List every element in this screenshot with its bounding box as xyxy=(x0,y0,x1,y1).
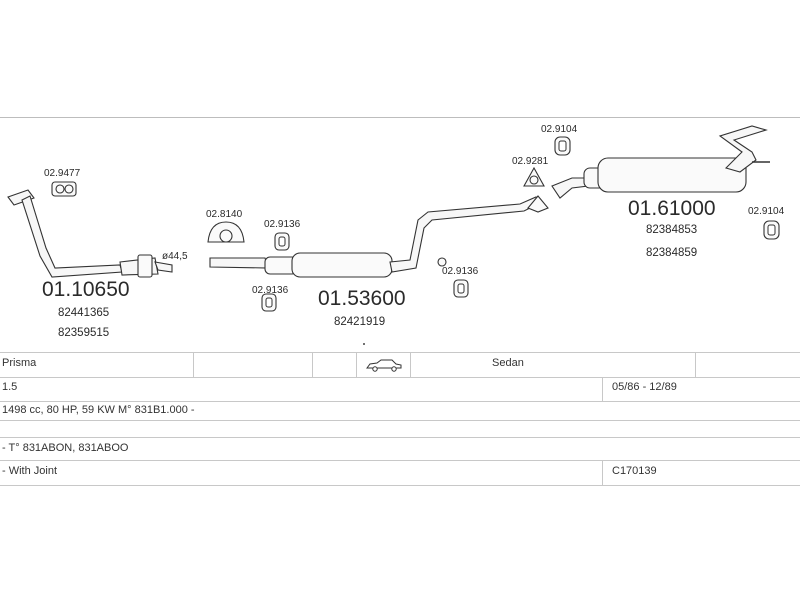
front-pipe-oem-1: 82441365 xyxy=(58,307,109,319)
code-cell: C170139 xyxy=(612,465,657,477)
engine-desc-cell: 1498 cc, 80 HP, 59 KW M° 831B1.000 - xyxy=(2,404,195,416)
middle-silencer-number: 01.53600 xyxy=(318,287,406,310)
ring-1-number: 02.9136 xyxy=(264,219,301,230)
ring-part-1 xyxy=(274,232,290,251)
rear-silencer-oem-2: 82384859 xyxy=(646,247,697,259)
gasket-manifold-part xyxy=(51,181,77,197)
table-row: 1498 cc, 80 HP, 59 KW M° 831B1.000 - xyxy=(0,402,800,421)
table-row: - With Joint C170139 xyxy=(0,461,800,486)
table-row: - T° 831ABON, 831ABOO xyxy=(0,438,800,461)
front-pipe-number: 01.10650 xyxy=(42,278,130,301)
rear-silencer-oem-1: 82384853 xyxy=(646,224,697,236)
car-icon xyxy=(366,358,402,375)
middle-silencer-oem: 82421919 xyxy=(334,316,385,328)
front-pipe-part xyxy=(7,189,173,278)
hanger-right-number: 02.9104 xyxy=(748,206,785,217)
gasket-rear-part xyxy=(523,166,549,213)
gasket-rear-number: 02.9281 xyxy=(512,156,549,167)
note-cell: - With Joint xyxy=(2,465,58,477)
years-cell: 05/86 - 12/89 xyxy=(612,381,677,393)
engine-size-cell: 1.5 xyxy=(2,381,18,393)
body-cell: Sedan xyxy=(492,357,524,369)
ring-part-2 xyxy=(261,293,277,312)
dot-mark xyxy=(363,343,365,345)
rear-silencer-part xyxy=(551,125,770,199)
diameter-label: ø44,5 xyxy=(162,251,188,262)
ring-part-3 xyxy=(453,279,469,298)
clamp-number: 02.8140 xyxy=(206,209,243,220)
middle-silencer-part xyxy=(209,196,541,278)
diagram-frame xyxy=(0,117,800,353)
hanger-top-number: 02.9104 xyxy=(541,124,578,135)
ring-2-number: 02.9136 xyxy=(252,285,289,296)
table-row: 1.5 05/86 - 12/89 xyxy=(0,377,800,402)
gasket-manifold-number: 02.9477 xyxy=(44,168,81,179)
type-codes-cell: - T° 831ABON, 831ABOO xyxy=(2,442,129,454)
hanger-right-part xyxy=(763,220,780,240)
exhaust-diagram: 01.10650 82441365 82359515 01.53600 8242… xyxy=(7,124,785,345)
model-cell: Prisma xyxy=(2,357,37,369)
clamp-part xyxy=(207,221,245,243)
front-pipe-oem-2: 82359515 xyxy=(58,327,109,339)
ring-3-number: 02.9136 xyxy=(442,266,479,277)
table-row xyxy=(0,421,800,438)
rear-silencer-number: 01.61000 xyxy=(628,197,716,220)
table-row: Prisma Sedan xyxy=(0,352,800,378)
hanger-top-part xyxy=(554,136,571,156)
